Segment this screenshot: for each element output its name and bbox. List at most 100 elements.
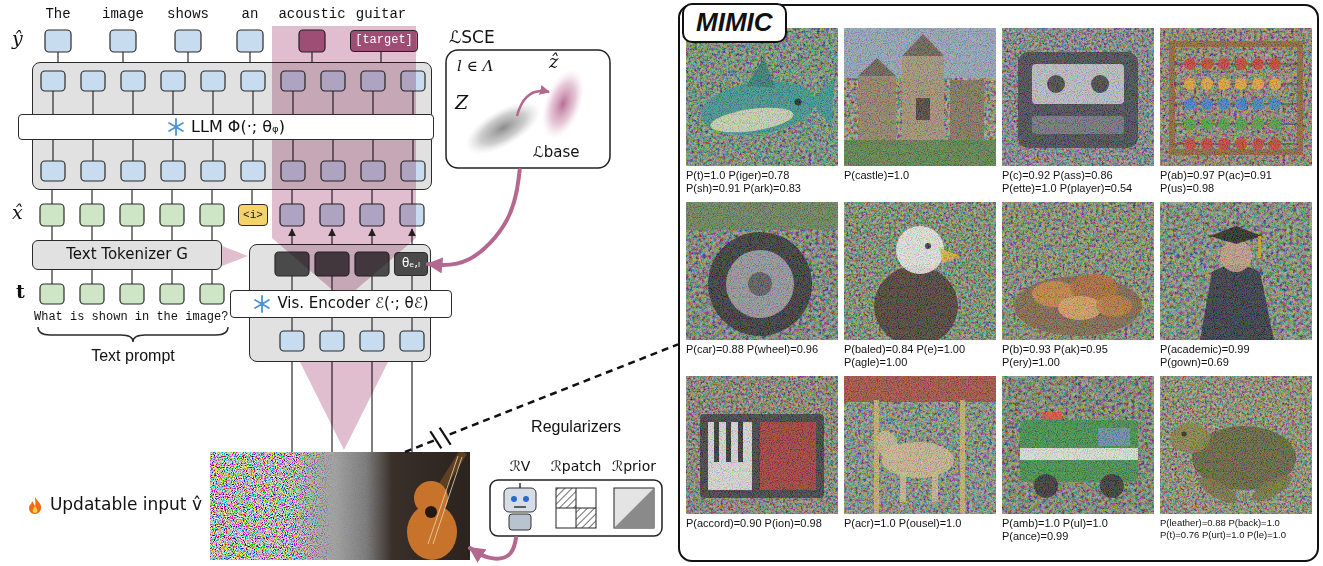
tint	[844, 202, 996, 340]
text-slot: Text Tokenizer G	[33, 241, 221, 269]
input-image: Updatable input v̂	[210, 452, 470, 560]
patch-link	[411, 362, 412, 452]
tint	[1002, 202, 1154, 340]
text-slot: acoustic	[278, 6, 345, 22]
node-figure	[1160, 202, 1312, 340]
shift-arrow	[517, 91, 549, 116]
text-slot: guitar	[356, 6, 406, 22]
noise	[1002, 28, 1154, 166]
loss-box	[446, 50, 610, 168]
llm-block: LLM Φ(·; θᵩ)	[32, 62, 432, 190]
llm-token	[241, 161, 265, 181]
loss-panel: ℒSCEl ∈ ΛẑZℒbase	[445, 28, 611, 170]
node-figure	[1002, 376, 1154, 514]
example-image: P(amb)=1.0 P(ul)=1.0 P(ance)=0.99	[1002, 376, 1156, 550]
snow-core	[174, 125, 178, 129]
text-slot: an	[242, 6, 259, 22]
text-slot: Updatable input v̂	[8, 490, 202, 520]
input-token	[120, 204, 144, 226]
noise	[686, 376, 838, 514]
output-word: acoustic	[278, 6, 345, 22]
text-slot: The	[45, 6, 70, 22]
llm-token	[161, 161, 185, 181]
token-link	[291, 190, 292, 204]
trainable-icon	[26, 496, 44, 514]
text-token	[200, 284, 224, 304]
band-shape	[222, 246, 248, 266]
texture	[1002, 376, 1154, 514]
llm-token	[361, 71, 385, 91]
prompt-brace	[38, 327, 228, 342]
snow-ray	[255, 300, 269, 308]
fade	[210, 452, 470, 560]
texture	[1002, 202, 1154, 340]
token-link	[171, 190, 172, 204]
text-slot: Regularizers	[488, 416, 664, 438]
node-figure	[686, 376, 838, 514]
regularizer-name: ℛprior	[612, 458, 656, 474]
prompt-caption: Text prompt	[91, 347, 175, 365]
llm-token	[361, 161, 385, 181]
snow-ray	[255, 300, 269, 308]
patch-token	[360, 331, 384, 351]
text-slot: P(leather)=0.88 P(back)=1.0 P(t)=0.76 P(…	[1160, 517, 1316, 540]
snow-ray	[169, 123, 183, 131]
band-shape	[300, 362, 388, 450]
example-image: P(ab)=0.97 P(ac)=0.91 P(us)=0.98	[1160, 28, 1314, 202]
token-link	[122, 52, 123, 62]
prompt-text: What is shown in the image?	[34, 311, 228, 325]
texture	[686, 202, 838, 340]
example-image: P(b)=0.93 P(ak)=0.95 P(ery)=1.00	[1002, 202, 1156, 376]
text-slot: x̂	[12, 202, 23, 224]
input-token	[320, 204, 344, 226]
input-token	[200, 204, 224, 226]
llm-token	[321, 71, 345, 91]
example-image: P(leather)=0.88 P(back)=1.0 P(t)=0.76 P(…	[1160, 376, 1314, 550]
encoder-token	[355, 252, 389, 276]
example-image: P(t)=1.0 P(iger)=0.78 P(sh)=0.91 P(ark)=…	[686, 28, 840, 202]
break-symbol	[430, 426, 450, 450]
llm-token	[121, 71, 145, 91]
target-token: [target]	[350, 30, 418, 52]
text-slot: What is shown in the image?	[34, 311, 228, 325]
tint	[844, 28, 996, 166]
text-token	[80, 284, 104, 304]
break-gap	[434, 431, 448, 446]
node-figure	[1002, 28, 1154, 166]
output-symbol: ŷ	[12, 28, 23, 50]
token-probabilities: P(b)=0.93 P(ak)=0.95 P(ery)=1.00	[1002, 343, 1158, 369]
tint	[1160, 28, 1312, 166]
output-word: shows	[167, 6, 209, 22]
node-figure	[445, 28, 611, 170]
noise	[844, 28, 996, 166]
text-token	[120, 284, 144, 304]
texture	[1160, 376, 1312, 514]
tint	[1160, 376, 1312, 514]
token-link	[211, 190, 212, 204]
text-slot: Text prompt	[91, 347, 175, 365]
llm-token	[161, 71, 185, 91]
llm-token	[241, 71, 265, 91]
group-title: Regularizers	[531, 418, 621, 436]
llm-token	[81, 161, 105, 181]
break-stroke	[430, 430, 441, 450]
text-token	[40, 284, 64, 304]
llm-token	[201, 71, 225, 91]
text-slot: ẑ	[549, 52, 558, 73]
layer-set: l ∈ Λ	[457, 58, 493, 75]
token-probabilities: P(c)=0.92 P(ass)=0.86 P(ette)=1.0 P(play…	[1002, 169, 1158, 195]
snow-ray	[169, 123, 183, 131]
patch-token	[400, 331, 424, 351]
output-token	[237, 30, 263, 52]
token-link	[211, 226, 212, 240]
text-slot: [target]	[351, 31, 417, 51]
token-link	[311, 52, 312, 62]
tint	[1160, 202, 1312, 340]
frozen-icon	[253, 295, 271, 313]
patch-link	[291, 362, 292, 452]
token-link	[51, 190, 52, 204]
token-text: <i>	[243, 209, 263, 222]
snow-core	[260, 302, 264, 306]
token-link	[371, 190, 372, 204]
